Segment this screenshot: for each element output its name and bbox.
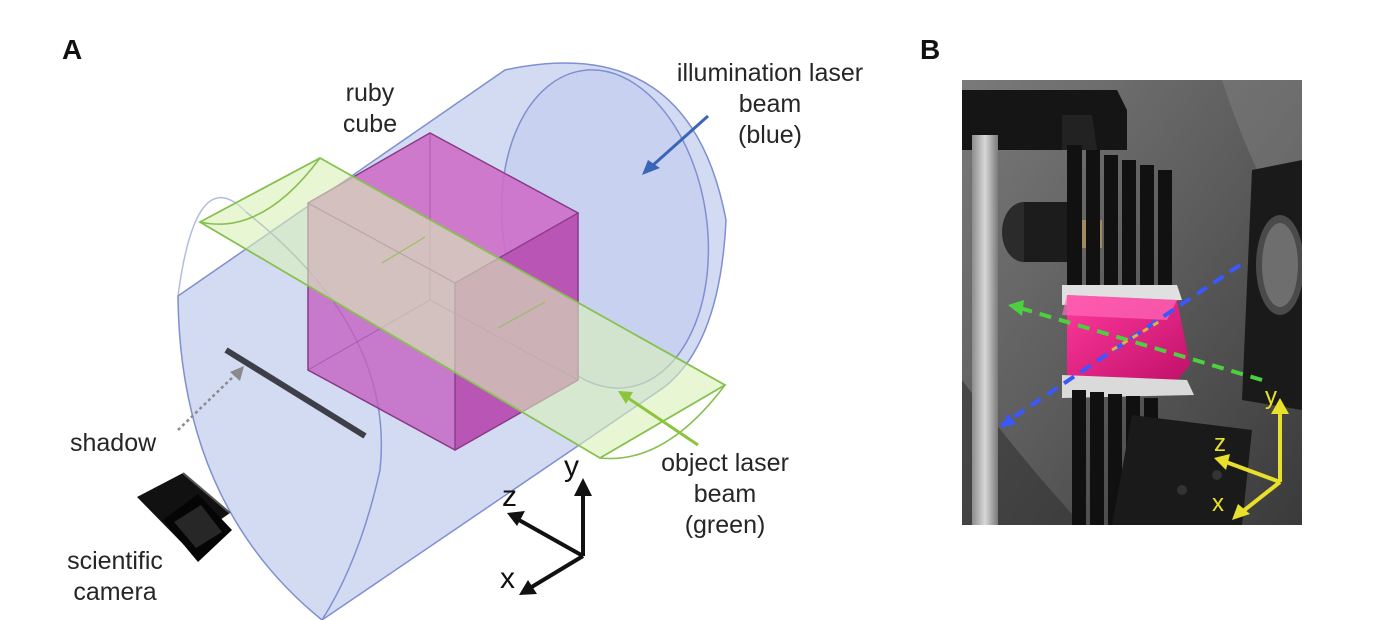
panel-a: A [62,34,864,620]
illumination-beam-label: illumination laser beam (blue) [676,59,864,149]
axes-icon [507,478,592,595]
ruby-cube-label: ruby cube [342,79,398,138]
shadow-arrow [177,373,237,431]
panel-b: B [900,0,1376,620]
panel-b-letter: B [920,34,941,65]
camera-label: scientific camera [67,547,163,606]
setup-photo-drawing [962,80,1302,525]
photo-axis-z-label: z [1214,430,1226,457]
photo-axis-y-label: y [1265,383,1277,410]
photo-axis-x-label: x [1212,490,1224,517]
object-arrow [627,396,699,447]
axis-x-label: x [500,562,515,595]
shadow-label: shadow [70,429,157,457]
panel-a-letter: A [62,34,83,65]
setup-photo: y z x [962,80,1302,525]
object-beam-label: object laser beam (green) [661,449,789,539]
object-beam-sheet [198,156,727,460]
axis-z-label: z [502,480,517,513]
illumination-arrow [651,114,709,168]
camera-icon [137,472,232,562]
axis-y-label: y [564,450,579,483]
shadow-line [224,347,367,439]
experiment-diagram [137,62,727,620]
